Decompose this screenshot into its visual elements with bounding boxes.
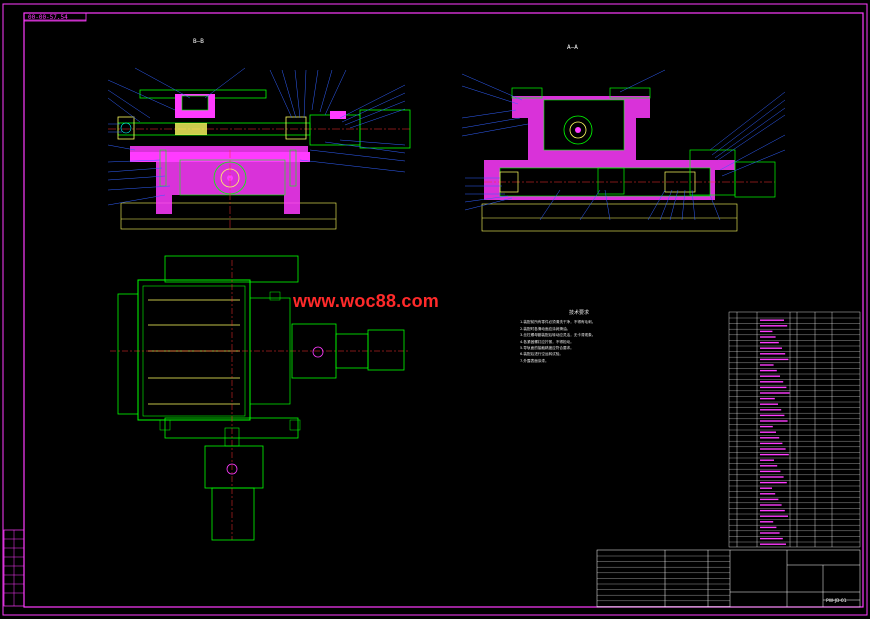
parts-list-cell-mark: [760, 487, 772, 489]
technical-notes: 技术要求 1.装配前所有零件必须清洗干净，不得有毛刺。 2.装配时各滑动面应涂润…: [520, 310, 638, 364]
parts-list-table: [728, 311, 861, 548]
parts-list-cell-mark: [760, 358, 789, 361]
parts-list-cell-mark: [760, 414, 785, 417]
watermark-text: www.woc88.com: [293, 291, 439, 311]
parts-list-cell-mark: [760, 498, 779, 501]
parts-list-cell-mark: [760, 431, 776, 433]
parts-list-cell-mark: [760, 420, 788, 422]
parts-list-cell-mark: [760, 341, 779, 344]
parts-list-cell-mark: [760, 537, 783, 540]
parts-list-cell-mark: [760, 369, 777, 372]
outer-frame: [2, 3, 868, 616]
parts-list-cell-mark: [760, 448, 786, 450]
top-corner-tag: 00-00-57.54: [28, 14, 68, 21]
left-revision-strip: [3, 529, 25, 607]
parts-list-cell-mark: [760, 353, 786, 355]
parts-list-cell-mark: [760, 425, 773, 428]
parts-list-cell-mark: [760, 403, 778, 405]
top-corner-tag-box: [23, 12, 87, 22]
parts-list-cell-mark: [760, 532, 780, 534]
title-block-rows: [597, 555, 730, 607]
parts-list-rows: [729, 317, 860, 545]
parts-list-cell-mark: [760, 375, 780, 377]
parts-list-cell-mark: [760, 336, 776, 338]
parts-list-cell-mark: [760, 504, 782, 506]
parts-list-cell-mark: [760, 347, 782, 349]
parts-list-cell-mark: [760, 325, 788, 327]
technical-note: 4.各紧固螺钉应拧紧，不得松动。: [520, 339, 574, 344]
parts-list-cell-mark: [760, 493, 776, 495]
parts-list-cell-mark: [760, 319, 784, 321]
parts-list-cell-mark: [760, 392, 790, 394]
parts-list-cell-mark: [760, 543, 786, 545]
parts-list-cell-mark: [760, 515, 788, 517]
parts-list-cell-mark: [760, 397, 775, 400]
technical-note: 6.装配后进行空运转试验。: [520, 352, 563, 357]
technical-note: 5.导轨面的接触精度应符合要求。: [520, 346, 574, 351]
parts-list-cell-mark: [760, 481, 787, 484]
parts-list-cell-mark: [760, 381, 784, 383]
parts-list-cell-mark: [760, 465, 778, 467]
section-label-b-b: B—B: [193, 38, 204, 45]
drawing-number: PW-JB-01: [826, 599, 847, 604]
parts-list-cell-mark: [760, 437, 780, 439]
technical-notes-title: 技术要求: [568, 310, 589, 316]
parts-list-cell-mark: [760, 330, 773, 333]
parts-list-cell-mark: [760, 476, 784, 478]
technical-note: 3.丝杠螺母副装配后转动应灵活，无卡滞现象。: [520, 333, 596, 338]
technical-note: 1.装配前所有零件必须清洗干净，不得有毛刺。: [520, 320, 596, 325]
parts-list-cell-mark: [760, 442, 783, 445]
inner-frame: [23, 12, 864, 608]
technical-note: 2.装配时各滑动面应涂润滑油。: [520, 326, 571, 331]
parts-list-cell-mark: [760, 409, 782, 411]
parts-list-cell-mark: [760, 509, 785, 512]
parts-list-cell-mark: [760, 453, 789, 456]
parts-list-cell-mark: [760, 459, 774, 461]
parts-list-cell-mark: [760, 364, 774, 366]
parts-list-cell-mark: [760, 521, 774, 523]
parts-list-cell-mark: [760, 470, 781, 473]
technical-note: 7.外露表面涂漆。: [520, 358, 549, 363]
section-label-a-a: A—A: [567, 44, 578, 51]
plan-view: [110, 255, 410, 541]
section-a-a-view: [461, 69, 786, 232]
parts-list-cell-mark: [760, 526, 777, 529]
parts-list-cell-mark: [760, 386, 787, 389]
section-b-b-view: [107, 67, 412, 230]
